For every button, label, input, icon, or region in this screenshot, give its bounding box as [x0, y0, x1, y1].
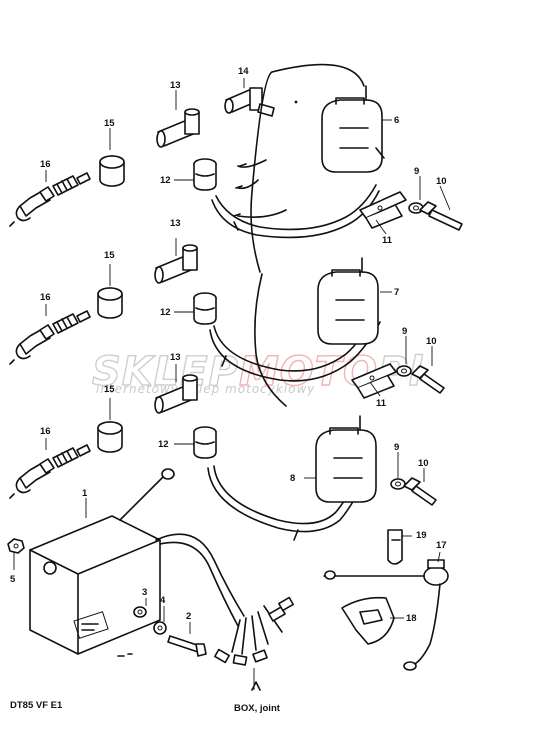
- callout-16: 16: [40, 159, 51, 170]
- arrow-up-icon: [251, 681, 261, 691]
- scribble-mark: [117, 653, 133, 657]
- plug-cap-3: [154, 374, 198, 414]
- callout-11: 11: [376, 398, 387, 409]
- watermark-tagline: internetowy sklep motocyklowy: [96, 382, 315, 396]
- cap-2: [97, 287, 123, 319]
- screw-2: [167, 635, 207, 657]
- callout-7: 7: [394, 287, 399, 298]
- callout-13: 13: [170, 218, 181, 229]
- callout-5: 5: [10, 574, 16, 585]
- cap-1: [99, 155, 125, 187]
- nut-5: [7, 538, 25, 554]
- callout-15: 15: [104, 118, 115, 129]
- boot-3: [193, 426, 217, 459]
- callout-15: 15: [104, 384, 115, 395]
- clamp-19: [387, 529, 403, 565]
- callout-9: 9: [414, 166, 419, 177]
- model-code: DT85 VF E1: [10, 700, 63, 711]
- callout-8: 8: [290, 473, 295, 484]
- washer-4-small: [153, 621, 167, 635]
- ignition-coil-2: [317, 257, 379, 345]
- callout-3: 3: [142, 587, 147, 598]
- callout-18: 18: [406, 613, 417, 624]
- plate-18: [341, 596, 395, 645]
- boot-2: [193, 292, 217, 325]
- watermark-brand: SKLEPMOTOPl: [92, 349, 423, 395]
- plug-cap-2: [154, 244, 198, 284]
- callout-1: 1: [82, 488, 88, 499]
- ignition-coil-1: [321, 85, 385, 173]
- callout-10: 10: [436, 176, 447, 187]
- bolt-1: [419, 201, 463, 231]
- callout-12: 12: [158, 439, 169, 450]
- callout-15: 15: [104, 250, 115, 261]
- box-joint-label: BOX, joint: [234, 703, 281, 714]
- bracket-2: [351, 363, 397, 399]
- washer-3: [390, 478, 406, 490]
- cdi-wiring: [119, 468, 294, 666]
- callout-2: 2: [186, 611, 191, 622]
- callout-14: 14: [238, 66, 249, 77]
- callout-10: 10: [418, 458, 429, 469]
- cap-3: [97, 421, 123, 453]
- callout-12: 12: [160, 175, 171, 186]
- callout-13: 13: [170, 352, 181, 363]
- bolt-2: [411, 365, 445, 394]
- leader-lines: [13, 78, 451, 690]
- callout-17: 17: [436, 540, 447, 551]
- dot-mark: [294, 100, 298, 104]
- bolt-3: [403, 477, 437, 506]
- callouts: 15 16 13 14 12 6 9 10 11 13 12 15 16 7 9…: [10, 66, 447, 624]
- watermark: SKLEPMOTOPl internetowy sklep motocyklow…: [91, 348, 423, 396]
- ignition-coil-3: [315, 415, 377, 503]
- callout-12: 12: [160, 307, 171, 318]
- angled-plug-cap: [224, 87, 275, 117]
- switch-17: [323, 559, 449, 671]
- callout-13: 13: [170, 80, 181, 91]
- spark-plug-2: [9, 310, 91, 365]
- callout-6: 6: [394, 115, 399, 126]
- callout-16: 16: [40, 292, 51, 303]
- spark-plug-3: [9, 444, 91, 499]
- plug-cap-1: [156, 108, 200, 148]
- callout-9: 9: [394, 442, 399, 453]
- cdi-unit: [29, 515, 161, 655]
- callout-11: 11: [382, 235, 393, 246]
- callout-4: 4: [160, 595, 166, 606]
- boot-1: [193, 158, 217, 191]
- spark-plug-1: [9, 172, 91, 227]
- ht-lead-1: [211, 184, 380, 239]
- washer-3-small: [133, 606, 147, 618]
- washer-2: [396, 365, 412, 377]
- callout-9: 9: [402, 326, 407, 337]
- callout-10: 10: [426, 336, 437, 347]
- callout-19: 19: [416, 530, 427, 541]
- callout-16: 16: [40, 426, 51, 437]
- primary-wires: [233, 63, 365, 407]
- bracket-1: [359, 191, 407, 229]
